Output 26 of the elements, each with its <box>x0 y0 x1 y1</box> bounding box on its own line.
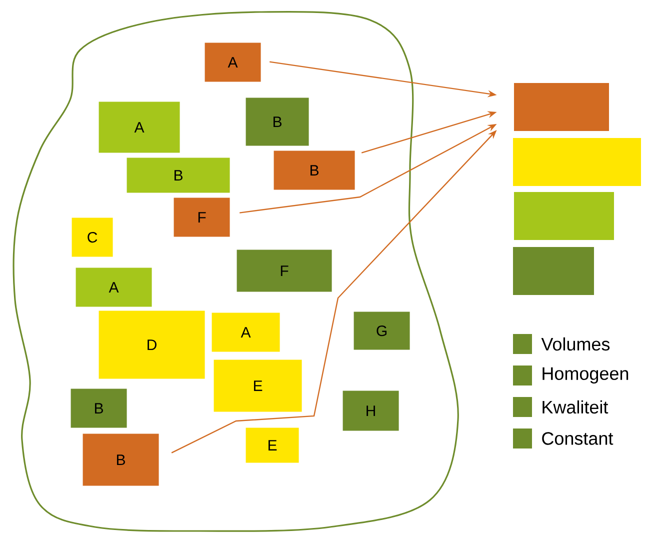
bar <box>513 247 594 295</box>
legend-text: Homogeen <box>542 367 628 384</box>
label-box: H <box>342 390 399 431</box>
label-box: F <box>236 250 332 292</box>
label-box: D <box>98 310 205 379</box>
label-box: C <box>72 218 113 257</box>
label-box: B <box>70 388 127 428</box>
label-box: G <box>354 312 410 350</box>
label-box: B <box>246 98 309 146</box>
label-box: E <box>246 428 299 463</box>
label-box: A <box>98 102 180 153</box>
legend-text: Constant <box>542 432 614 445</box>
legend-text: Kwaliteit <box>542 400 608 414</box>
label-box: B <box>274 150 355 190</box>
label-box: A <box>212 312 280 352</box>
label-box: A <box>204 42 261 82</box>
label-box: F <box>174 198 230 237</box>
bar <box>513 138 641 186</box>
label-box: E <box>214 360 302 412</box>
legend-text: Volumes <box>541 337 610 351</box>
bar <box>514 192 614 240</box>
label-box: B <box>82 434 159 486</box>
label-box: A <box>76 268 152 307</box>
bar <box>514 83 609 131</box>
blob-outline <box>12 10 459 532</box>
label-box: B <box>126 158 230 193</box>
